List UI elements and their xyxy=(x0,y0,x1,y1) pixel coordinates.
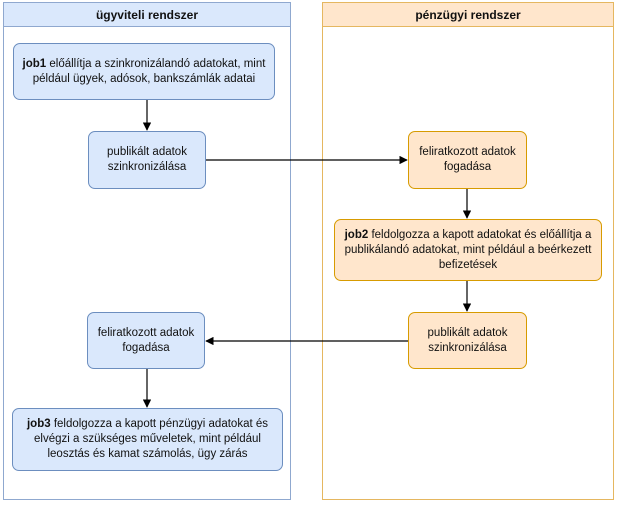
node-right-publish-text: publikált adatok szinkronizálása xyxy=(427,326,508,354)
node-right-receive[interactable]: feliratkozott adatok fogadása xyxy=(408,131,527,189)
node-left-receive-text: feliratkozott adatok fogadása xyxy=(97,326,195,354)
lane-ugyviteli: ügyviteli rendszer xyxy=(3,2,291,500)
node-job2[interactable]: job2 feldolgozza a kapott adatokat és el… xyxy=(334,219,602,281)
node-job2-text: job2 feldolgozza a kapott adatokat és el… xyxy=(340,228,596,273)
node-job1[interactable]: job1 előállítja a szinkronizálandó adato… xyxy=(13,43,275,100)
node-job3-desc: feldolgozza a kapott pénzügyi adatokat é… xyxy=(34,418,268,460)
node-job3-label: job3 xyxy=(26,418,51,430)
node-job2-label: job2 xyxy=(344,228,369,241)
node-left-receive[interactable]: feliratkozott adatok fogadása xyxy=(87,312,205,369)
node-job3-text: job3 feldolgozza a kapott pénzügyi adato… xyxy=(18,417,277,462)
node-job1-label: job1 xyxy=(22,57,47,70)
node-job2-desc: feldolgozza a kapott adatokat és előállí… xyxy=(344,228,592,271)
lane-title-penzugyi: pénzügyi rendszer xyxy=(323,3,613,27)
lane-title-ugyviteli: ügyviteli rendszer xyxy=(4,3,290,27)
node-job3[interactable]: job3 feldolgozza a kapott pénzügyi adato… xyxy=(12,408,283,471)
node-right-publish[interactable]: publikált adatok szinkronizálása xyxy=(408,312,527,369)
node-left-publish-text: publikált adatok szinkronizálása xyxy=(107,146,187,173)
node-job1-text: job1 előállítja a szinkronizálandó adato… xyxy=(19,57,269,87)
node-job1-desc: előállítja a szinkronizálandó adatokat, … xyxy=(32,57,266,85)
node-left-publish[interactable]: publikált adatok szinkronizálása xyxy=(88,131,206,189)
node-right-receive-text: feliratkozott adatok fogadása xyxy=(419,146,516,173)
lane-penzugyi: pénzügyi rendszer xyxy=(322,2,614,500)
